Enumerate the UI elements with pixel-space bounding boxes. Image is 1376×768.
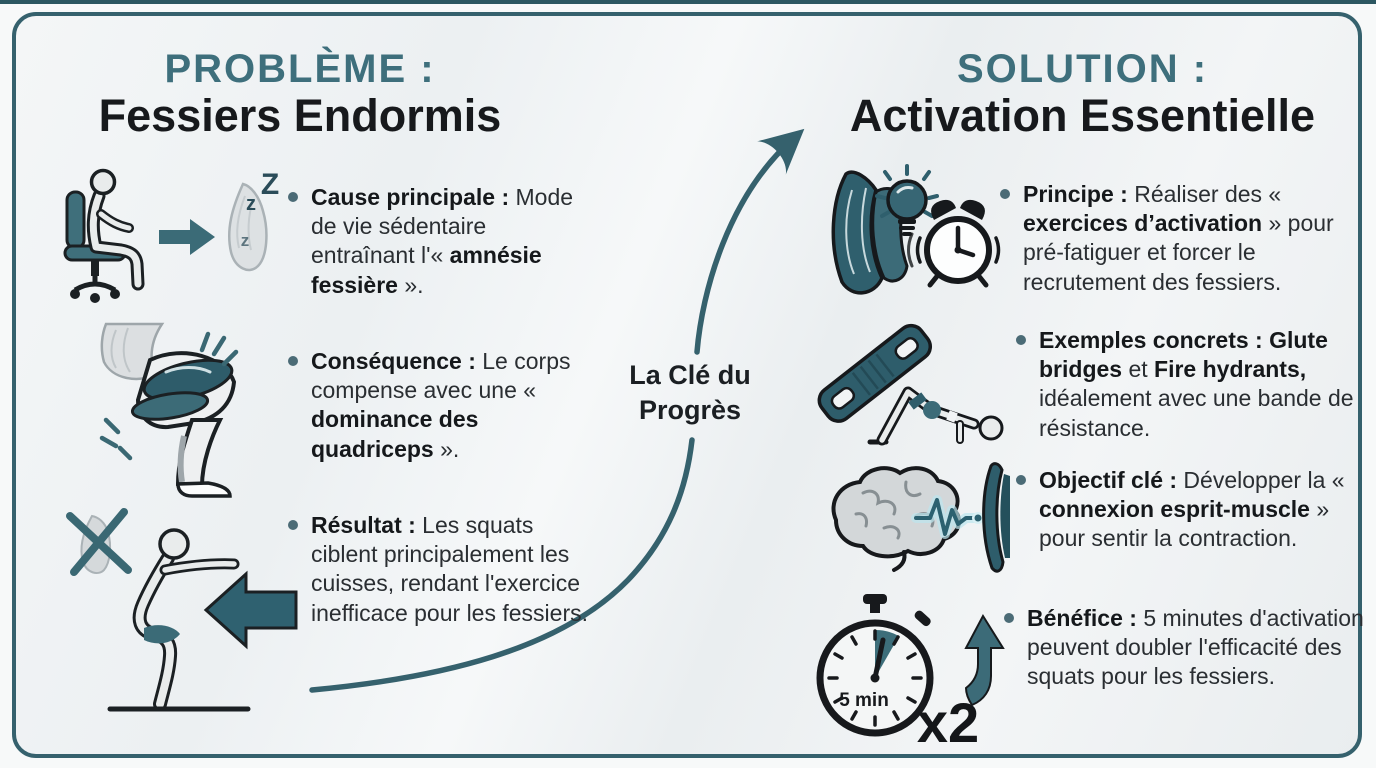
solution-item-principle: Principe : Réaliser des « exercices d’ac… xyxy=(1000,180,1350,297)
text-segment-bold: exercices d’activation xyxy=(1023,210,1263,237)
quadriceps-leg-icon xyxy=(80,320,252,502)
text-segment: ». xyxy=(397,271,424,298)
text-segment-bold: amnésie fessière xyxy=(311,242,542,298)
problem-item-consequence-text: Conséquence : Le corps compense avec une… xyxy=(311,347,590,464)
problem-title-main: Fessiers Endormis xyxy=(98,90,502,141)
problem-item-result-text: Résultat : Les squats ciblent principale… xyxy=(311,511,590,628)
glute-lightbulb-alarm-icon xyxy=(812,158,1001,310)
problem-title: PROBLÈME : Fessiers Endormis xyxy=(75,46,525,141)
text-segment-bold: connexion esprit-muscle xyxy=(1039,496,1310,523)
key-message-line2: Progrès xyxy=(638,395,742,426)
solution-item-benefit-label: Bénéfice : xyxy=(1027,605,1137,631)
solution-item-examples: Exemples concrets : Glute bridges et Fir… xyxy=(1016,326,1354,443)
solution-title: SOLUTION : Activation Essentielle xyxy=(845,46,1320,141)
solution-title-label: SOLUTION : xyxy=(956,47,1209,91)
text-segment: ». xyxy=(433,435,460,462)
problem-item-consequence-label: Conséquence : xyxy=(311,348,476,374)
solution-item-principle-label: Principe : xyxy=(1023,181,1128,207)
text-segment-bold: Fire hydrants, xyxy=(1154,356,1307,383)
solution-title-main: Activation Essentielle xyxy=(849,90,1316,141)
text-segment: Réaliser des « xyxy=(1127,181,1282,207)
sleep-z-inner: z xyxy=(241,231,250,250)
problem-item-cause: Cause principale : Mode de vie sédentair… xyxy=(288,183,590,300)
text-segment: Le corps compense avec une « xyxy=(311,348,571,404)
top-edge-line xyxy=(0,0,1376,4)
text-segment: » pour pré-fatiguer et forcer le recrute… xyxy=(1023,210,1334,295)
stopwatch-label: 5 min xyxy=(839,690,889,711)
text-segment: Développer la « xyxy=(1177,467,1345,493)
stopwatch-x2-icon: 5 min x2 xyxy=(800,590,1008,754)
solution-item-examples-label: Exemples concrets : Glute bridges xyxy=(1039,327,1328,383)
text-segment: et xyxy=(1122,356,1155,383)
bullet-dot xyxy=(1004,613,1014,623)
key-message-line1: La Clé du xyxy=(629,360,751,390)
bullet-dot xyxy=(288,520,298,530)
text-segment: idéalement avec une bande de résistance. xyxy=(1039,385,1354,441)
squat-crossed-glutes-icon xyxy=(48,504,304,720)
text-segment: Les squats ciblent principalement les cu… xyxy=(311,512,588,626)
solution-item-objective-label: Objectif clé : xyxy=(1039,467,1178,493)
resistance-band-glute-bridge-icon xyxy=(810,312,1012,450)
solution-item-objective-text: Objectif clé : Développer la « connexion… xyxy=(1039,466,1354,554)
brain-muscle-connection-icon xyxy=(808,458,1010,578)
solution-item-objective: Objectif clé : Développer la « connexion… xyxy=(1016,466,1354,554)
text-segment: Mode de vie sédentaire entraînant l'« xyxy=(311,184,574,269)
bullet-dot xyxy=(288,356,298,366)
problem-item-consequence: Conséquence : Le corps compense avec une… xyxy=(288,347,590,464)
bullet-dot xyxy=(288,192,298,202)
sleep-z-small: z xyxy=(246,193,256,215)
bullet-dot xyxy=(1016,475,1026,485)
sitting-person-sleeping-glutes-icon: z Z z xyxy=(55,166,285,308)
key-message: La Clé du Progrès xyxy=(605,358,775,428)
solution-item-benefit-text: Bénéfice : 5 minutes d'activation peuven… xyxy=(1027,604,1364,692)
text-segment: » pour sentir la contraction. xyxy=(1039,496,1330,552)
text-segment-bold: dominance des quadriceps xyxy=(311,406,479,462)
problem-item-result-label: Résultat : xyxy=(311,512,416,538)
problem-item-cause-label: Cause principale : xyxy=(311,184,510,210)
bullet-dot xyxy=(1016,335,1026,345)
bullet-dot xyxy=(1000,189,1010,199)
problem-title-label: PROBLÈME : xyxy=(164,47,436,91)
sleep-z-large: Z xyxy=(261,168,279,201)
solution-item-benefit: Bénéfice : 5 minutes d'activation peuven… xyxy=(1004,604,1364,692)
problem-item-result: Résultat : Les squats ciblent principale… xyxy=(288,511,590,628)
problem-item-cause-text: Cause principale : Mode de vie sédentair… xyxy=(311,183,590,300)
solution-item-principle-text: Principe : Réaliser des « exercices d’ac… xyxy=(1023,180,1350,297)
solution-item-examples-text: Exemples concrets : Glute bridges et Fir… xyxy=(1039,326,1354,443)
text-segment: 5 minutes d'activation peuvent doubler l… xyxy=(1027,605,1364,690)
